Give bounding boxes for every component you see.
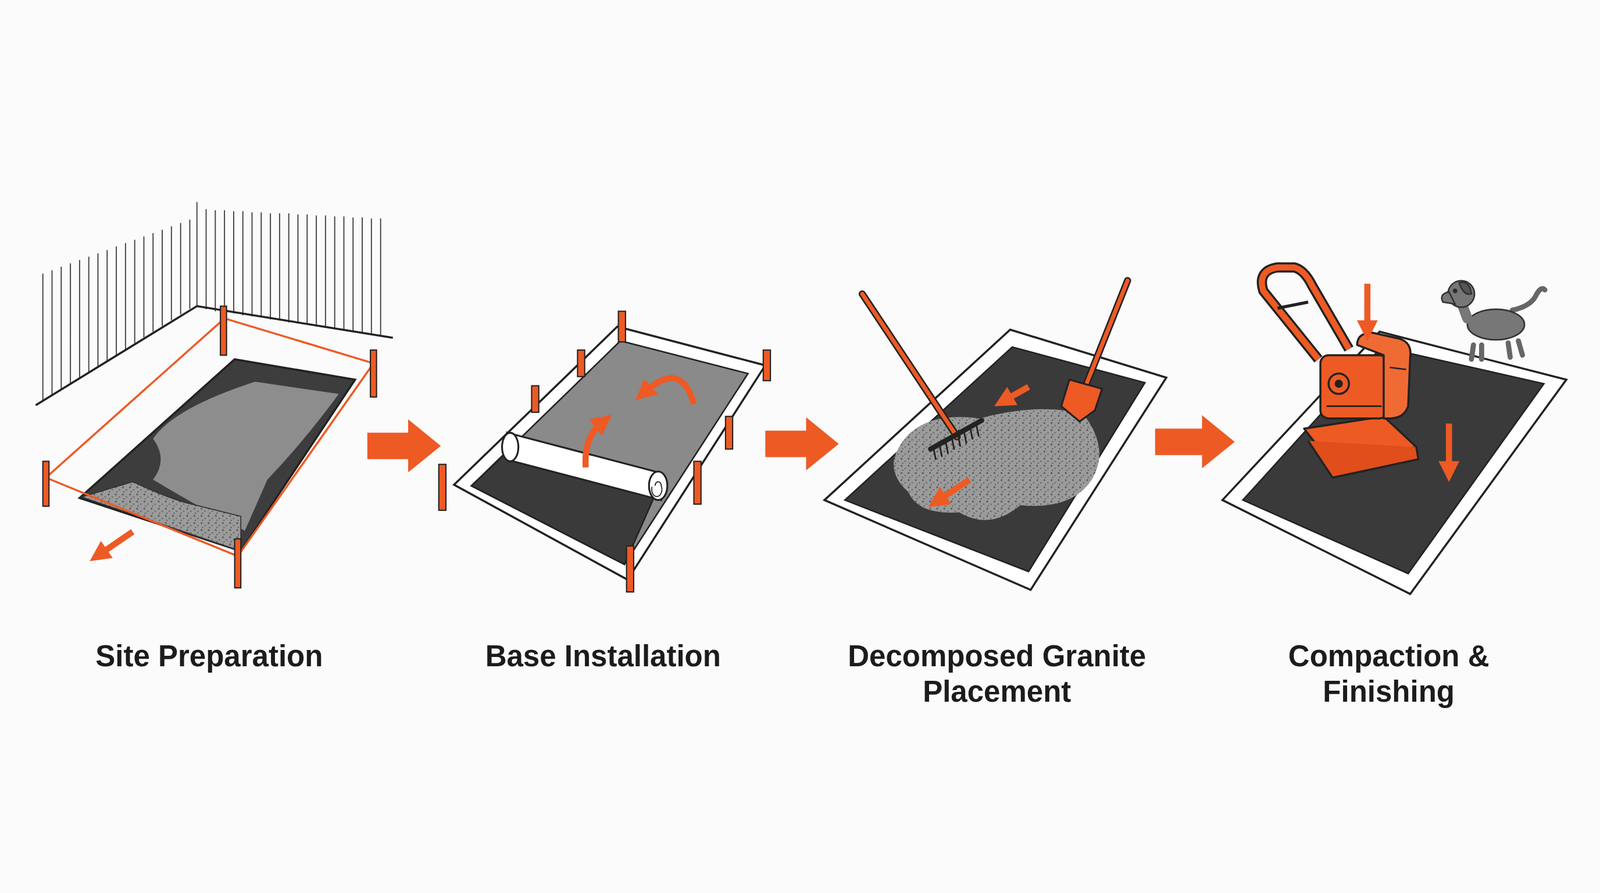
dog [1441, 291, 1456, 305]
plate-compactor [1261, 267, 1349, 360]
dog [1512, 288, 1545, 311]
rake [862, 294, 957, 438]
process-step: Compaction & Finishing [1234, 193, 1544, 725]
post [725, 416, 733, 449]
direction-arrow [100, 531, 133, 555]
excavated-pit [79, 359, 356, 552]
step-label: Site Preparation [35, 638, 383, 674]
plate-compactor [1334, 379, 1344, 388]
rake [933, 425, 979, 460]
rake [862, 294, 982, 460]
post [577, 350, 585, 377]
fence [196, 202, 198, 307]
post [438, 311, 771, 592]
excavated-pit [81, 481, 241, 552]
plate-compactor [1261, 267, 1419, 478]
step-label: Base Installation [429, 638, 777, 674]
dog [1453, 288, 1457, 293]
stake [43, 306, 377, 588]
process-step: Site Preparation [51, 193, 368, 725]
direction-arrow [938, 386, 1029, 500]
shovel [1061, 379, 1102, 422]
stake [43, 461, 50, 506]
rake [862, 294, 957, 438]
fence [206, 209, 381, 337]
stake [220, 306, 227, 356]
dog [1467, 309, 1525, 341]
frame [454, 326, 766, 580]
gravel-pile [893, 409, 1100, 521]
stake [370, 350, 377, 398]
plate-compactor [1277, 302, 1309, 309]
direction-arrow [585, 377, 694, 468]
excavated-pit [79, 359, 356, 552]
step-label: Compaction & Finishing [1266, 638, 1512, 710]
direction-arrow [1367, 283, 1449, 470]
fabric-roll [648, 471, 668, 500]
flow-arrow [367, 419, 441, 473]
post [626, 545, 634, 592]
post [531, 386, 539, 413]
dog [1441, 280, 1546, 360]
direction-arrow [585, 422, 602, 468]
direction-arrow [1364, 283, 1371, 329]
frame [471, 340, 749, 564]
post [763, 350, 771, 381]
string-line [45, 318, 374, 557]
stake [234, 538, 242, 588]
frame [824, 329, 1167, 591]
plate-compactor [1328, 373, 1349, 394]
frame [1222, 331, 1567, 595]
direction-arrow [100, 531, 133, 555]
direction-arrow [938, 479, 970, 500]
step-label: Decomposed Granite Placement [828, 638, 1166, 710]
fabric-roll [651, 481, 663, 497]
dog [1459, 281, 1472, 295]
direction-arrow [644, 377, 694, 405]
post [618, 311, 626, 342]
shovel [1085, 280, 1128, 387]
direction-arrow [1445, 423, 1453, 470]
fabric-roll [502, 432, 519, 462]
frame [454, 326, 766, 580]
post [438, 464, 446, 511]
plate-compactor [1308, 440, 1419, 478]
frame [824, 329, 1167, 591]
frame [1222, 331, 1567, 595]
process-step: Base Installation [440, 193, 766, 725]
direction-arrow [1005, 386, 1029, 400]
shovel [1085, 280, 1128, 387]
plate-compactor [1326, 367, 1407, 407]
plate-compactor [1320, 355, 1388, 419]
fence [43, 219, 191, 401]
post [693, 461, 701, 505]
string-line [45, 318, 374, 557]
flow-arrow [1155, 415, 1235, 469]
process-step: Decomposed Granite Placement [838, 193, 1156, 725]
flow-arrow [765, 417, 839, 471]
plate-compactor [1261, 267, 1349, 360]
dog [1471, 340, 1523, 360]
shovel [1061, 280, 1128, 422]
frame [844, 347, 1145, 572]
rake [930, 420, 982, 449]
gravel-pile [893, 409, 1100, 521]
fence [35, 202, 393, 406]
